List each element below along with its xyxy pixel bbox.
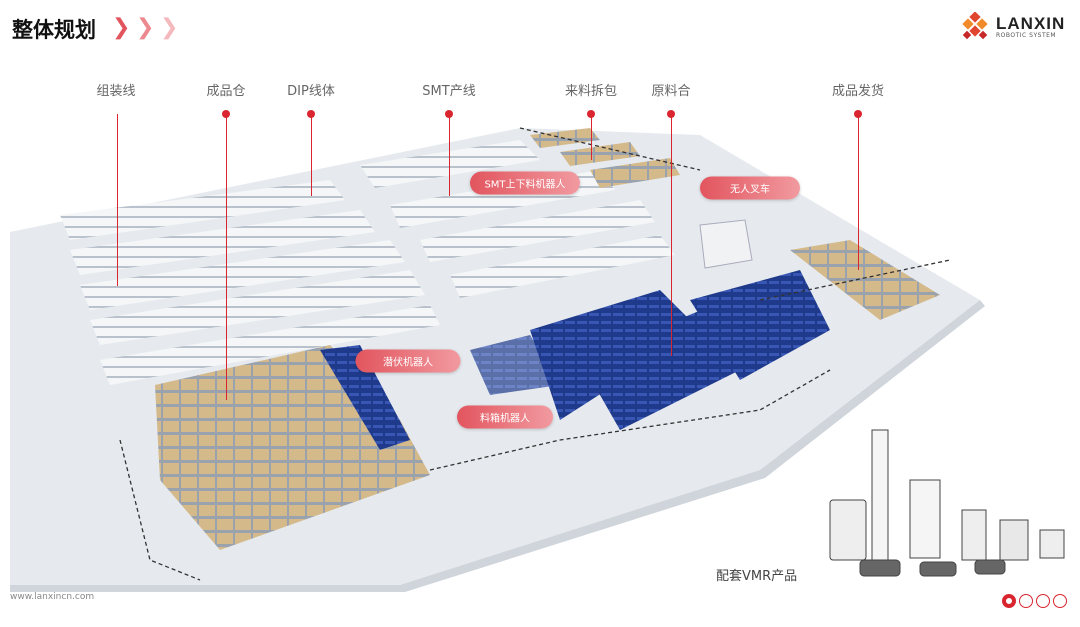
area-label-raw-material: 原料合 — [651, 84, 691, 99]
logo-icon — [962, 12, 988, 40]
website-link[interactable]: www.lanxincn.com — [10, 592, 95, 602]
chevron-icon: ❯ — [112, 15, 131, 40]
area-label-finished-warehouse: 成品仓 — [206, 84, 246, 99]
robot-tag-latent: 潜伏机器人 — [355, 349, 461, 373]
page-dot-3[interactable] — [1036, 594, 1050, 608]
finished-goods-warehouse — [155, 345, 430, 550]
area-label-shipping: 成品发货 — [831, 84, 885, 99]
area-label-smt-line: SMT产线 — [422, 84, 476, 99]
assembly-lines — [60, 180, 440, 385]
robot-tag-smt-loader: SMT上下料机器人 — [470, 171, 580, 195]
page-dot-2[interactable] — [1019, 594, 1033, 608]
area-label-unpacking: 来料拆包 — [564, 84, 618, 99]
robot-tag-bin: 料箱机器人 — [457, 405, 553, 429]
page-title: 整体规划 — [12, 18, 96, 42]
pin-line — [591, 114, 592, 160]
chevron-icon: ❯ — [160, 15, 179, 40]
packing-room — [699, 219, 753, 269]
dashed-zone-lines — [119, 127, 951, 581]
blue-rack-warehouse — [470, 270, 830, 430]
chevron-icon: ❯ — [136, 15, 155, 40]
pin-line — [311, 114, 312, 196]
pin-line — [226, 114, 227, 400]
page-dot-1[interactable] — [1002, 594, 1016, 608]
pin-line — [671, 114, 672, 356]
raw-material-boxes — [530, 128, 680, 188]
pagination — [1002, 594, 1067, 608]
page-dot-4[interactable] — [1053, 594, 1067, 608]
vmr-robot-products — [829, 429, 1065, 577]
shipping-boxes — [790, 240, 940, 320]
products-caption: 配套VMR产品 — [716, 569, 798, 584]
pin-line — [449, 114, 450, 196]
robot-tag-forklift: 无人叉车 — [700, 176, 800, 200]
area-label-assembly-line: 组装线 — [96, 84, 136, 99]
area-label-dip-line: DIP线体 — [287, 84, 335, 99]
pin-line — [858, 114, 859, 270]
pin-line — [117, 114, 118, 286]
